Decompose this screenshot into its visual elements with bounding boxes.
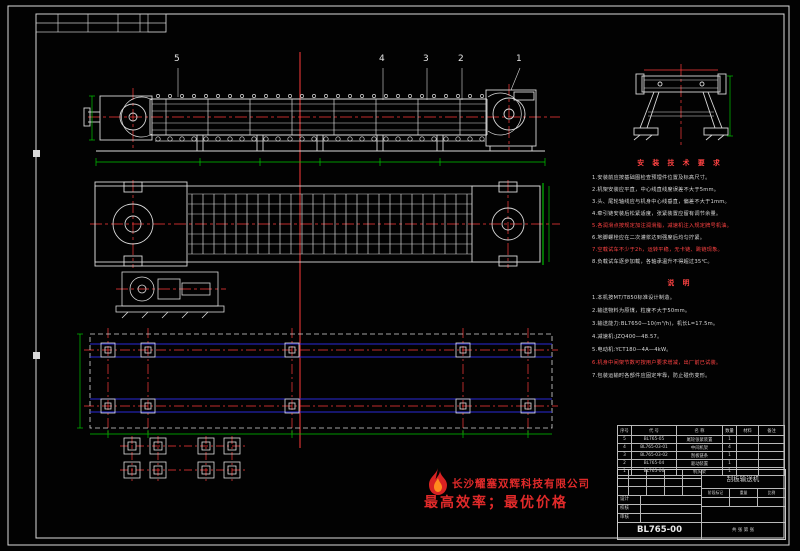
parts-cell: 2: [617, 459, 632, 468]
parts-cell: BL765-03-01: [631, 443, 677, 452]
note-line: 4.减速机:JZQ400—48.57。: [592, 334, 663, 340]
parts-cell: [736, 459, 759, 468]
weight-label: 重量: [739, 490, 748, 495]
tech-line: 7.空载试车不少于2h，运转平稳，无卡链、跳链现象。: [592, 247, 723, 253]
stage-label: 阶段标记: [707, 490, 724, 495]
parts-cell: [758, 451, 785, 460]
parts-cell: [758, 443, 785, 452]
drawing-title: 刮板输送机: [726, 475, 760, 483]
note-line: 3.输送能力:BL7650—10(m³/h)，机长L=17.5m。: [592, 321, 719, 327]
parts-cell: 驱动装置: [676, 459, 723, 468]
parts-row: 4 BL765-03-01 中间机架 4: [617, 443, 785, 452]
note-line: 1.本机按MT/T850标准设计制造。: [592, 295, 676, 301]
parts-cell: 4: [617, 443, 632, 452]
parts-row: 2 BL765-04 驱动装置 1: [617, 459, 785, 468]
parts-header-cell: 代 号: [631, 425, 677, 436]
tech-line: 3.头、尾轮轴线应与机身中心线垂直，偏差不大于1mm。: [592, 199, 730, 205]
note-line: 7.包装运输时各部件应固定牢靠，防止碰伤变形。: [592, 373, 711, 379]
parts-cell: [736, 443, 759, 452]
side-elevation-view: [83, 67, 545, 152]
balloon-1: 1: [516, 54, 522, 64]
title-block: 设计 校核 审核 BL765-00 刮板输送机 阶段标记 重量 比例 共 张 第…: [617, 469, 786, 540]
drawing-number: BL765-00: [637, 525, 682, 535]
check-label: 校核: [620, 506, 629, 511]
plan-view: [94, 181, 541, 267]
drive-unit-detail: [115, 271, 225, 319]
centerlines: [84, 52, 718, 482]
tech-line: 8.负载试车逐步加载，各轴承温升不得超过35℃。: [592, 259, 713, 265]
foundation-plan: [89, 333, 553, 429]
dimension-lines: [77, 75, 733, 435]
note-line: 6.机身中间架节数可按用户要求增减，出厂前已试装。: [592, 360, 722, 366]
end-view: [633, 73, 729, 141]
parts-cell: 尾轮张紧装置: [676, 435, 723, 444]
balloon-2: 2: [458, 54, 464, 64]
parts-header-cell: 数量: [722, 425, 737, 436]
parts-row: 3 BL765-03-02 刮板链条 1: [617, 451, 785, 460]
parts-cell: 4: [722, 443, 737, 452]
sheet-label: 共 张 第 张: [731, 528, 755, 533]
tech-line: 5.各润滑点按规定加注润滑脂，减速机注入规定牌号机油。: [592, 223, 733, 229]
parts-cell: 1: [722, 435, 737, 444]
tech-line: 4.牵引链安装后松紧适度，张紧装置应留有调节余量。: [592, 211, 722, 217]
parts-cell: [758, 435, 785, 444]
watermark-company: 长沙耀塞双辉科技有限公司: [452, 478, 590, 490]
parts-header-cell: 名 称: [676, 425, 723, 436]
parts-header-cell: 序号: [617, 425, 632, 436]
watermark-slogan: 最高效率；最优价格: [424, 495, 568, 511]
watermark-flame-icon: [429, 468, 447, 495]
parts-header-row: 序号 代 号 名 称 数量 材料 备注: [617, 425, 785, 436]
tech-requirements-title: 安 装 技 术 要 求: [637, 159, 723, 167]
note-line: 5.电动机:YCT180—4A—4kW。: [592, 347, 672, 353]
balloon-5: 5: [174, 54, 180, 64]
parts-cell: [758, 467, 785, 476]
sheet-border: [7, 5, 790, 546]
parts-cell: 刮板链条: [676, 451, 723, 460]
parts-cell: BL765-04: [631, 459, 677, 468]
balloon-4: 4: [379, 54, 385, 64]
parts-header-cell: 材料: [736, 425, 759, 436]
parts-cell: 1: [722, 459, 737, 468]
parts-row: 5 BL765-05 尾轮张紧装置 1: [617, 435, 785, 444]
note-line: 2.输送物料为原煤，粒度不大于50mm。: [592, 308, 691, 314]
parts-cell: [736, 435, 759, 444]
parts-cell: 1: [722, 451, 737, 460]
parts-cell: 5: [617, 435, 632, 444]
tech-line: 2.机架安装应平直，中心线直线度误差不大于5mm。: [592, 187, 720, 193]
notes-title: 说 明: [667, 279, 693, 287]
tech-line: 1.安装前应按基础图检查预埋件位置及标高尺寸。: [592, 175, 711, 181]
border-zone-marks: [33, 150, 40, 359]
balloon-3: 3: [423, 54, 429, 64]
parts-row: 1 BL765-06 机头架 1: [617, 467, 785, 476]
design-label: 设计: [620, 497, 629, 502]
parts-list-table: 序号 代 号 名 称 数量 材料 备注 5 BL765-05 尾轮张紧装置 1 …: [617, 425, 785, 476]
corner-stamp: [35, 13, 167, 33]
audit-label: 审核: [620, 515, 629, 520]
parts-header-cell: 备注: [758, 425, 785, 436]
parts-cell: BL765-05: [631, 435, 677, 444]
scale-label: 比例: [767, 490, 776, 495]
parts-cell: 3: [617, 451, 632, 460]
parts-cell: [736, 451, 759, 460]
parts-cell: 中间机架: [676, 443, 723, 452]
parts-cell: BL765-03-02: [631, 451, 677, 460]
parts-cell: [758, 459, 785, 468]
tech-line: 6.地脚螺栓应在二次灌浆达到强度后均匀拧紧。: [592, 235, 706, 241]
